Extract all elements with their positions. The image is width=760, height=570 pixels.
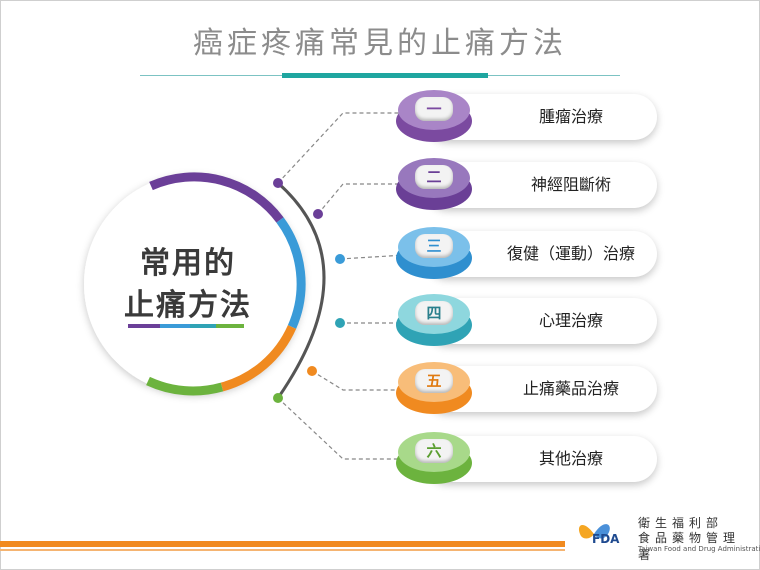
footer-bar-thin	[0, 549, 565, 551]
badge-numeral: 四	[415, 301, 453, 325]
center-strip-teal	[190, 324, 216, 328]
butterfly-wing-right	[594, 524, 610, 539]
center-disc	[84, 174, 304, 394]
number-badge-6: 六	[396, 432, 472, 490]
butterfly-wing-left	[578, 524, 594, 539]
connector-2	[317, 183, 405, 215]
fda-mark: FDA	[592, 532, 620, 546]
spine-node-6	[273, 393, 283, 403]
treatment-label: 腫瘤治療	[538, 107, 603, 126]
number-badge-4: 四	[396, 294, 472, 352]
footer-bar	[0, 541, 565, 547]
connector-5	[311, 370, 405, 391]
badge-numeral: 三	[415, 234, 453, 258]
ring-segment-purple	[149, 172, 284, 223]
spine-node-5	[307, 366, 317, 376]
number-badge-2: 二	[396, 158, 472, 216]
agency-english-name: Taiwan Food and Drug Administration	[638, 545, 760, 553]
badge-numeral: 二	[415, 165, 453, 189]
slide-title: 癌症疼痛常見的止痛方法	[193, 26, 567, 61]
center-title-line2: 止痛方法	[124, 288, 252, 323]
center-strip-green	[216, 324, 244, 328]
treatment-label: 神經阻斷術	[530, 175, 611, 194]
spine-node-2	[313, 209, 323, 219]
number-badge-5: 五	[396, 362, 472, 420]
number-badge-3: 三	[396, 227, 472, 285]
ministry-name: 衛生福利部	[638, 516, 724, 530]
number-badge-1: 一	[396, 90, 472, 148]
connector-1	[277, 112, 405, 184]
center-title-line1: 常用的	[140, 246, 236, 281]
ring-segment-blue	[276, 217, 306, 329]
spine-node-1	[273, 178, 283, 188]
connector-6	[277, 397, 405, 460]
agency-name: 食品藥物管理署	[638, 531, 741, 562]
connector-3	[339, 254, 406, 260]
treatment-label: 復健（運動）治療	[506, 244, 635, 263]
center-strip-purple	[128, 324, 160, 328]
butterfly-icon	[578, 524, 610, 539]
treatment-label: 心理治療	[538, 311, 603, 330]
title-accent-bar	[282, 73, 488, 78]
spine-arc	[276, 181, 326, 399]
badge-numeral: 五	[415, 369, 453, 393]
spine-node-4	[335, 318, 345, 328]
ring-segment-orange	[220, 325, 297, 392]
spine-node-3	[335, 254, 345, 264]
badge-numeral: 六	[415, 439, 453, 463]
fda-logo: FDA 衛生福利部 食品藥物管理署 Taiwan Food and Drug A…	[574, 512, 760, 562]
ring-segment-green	[146, 376, 224, 396]
center-strip-blue	[160, 324, 190, 328]
badge-numeral: 一	[415, 97, 453, 121]
treatment-label: 止痛藥品治療	[522, 379, 619, 398]
treatment-label: 其他治療	[538, 449, 603, 468]
